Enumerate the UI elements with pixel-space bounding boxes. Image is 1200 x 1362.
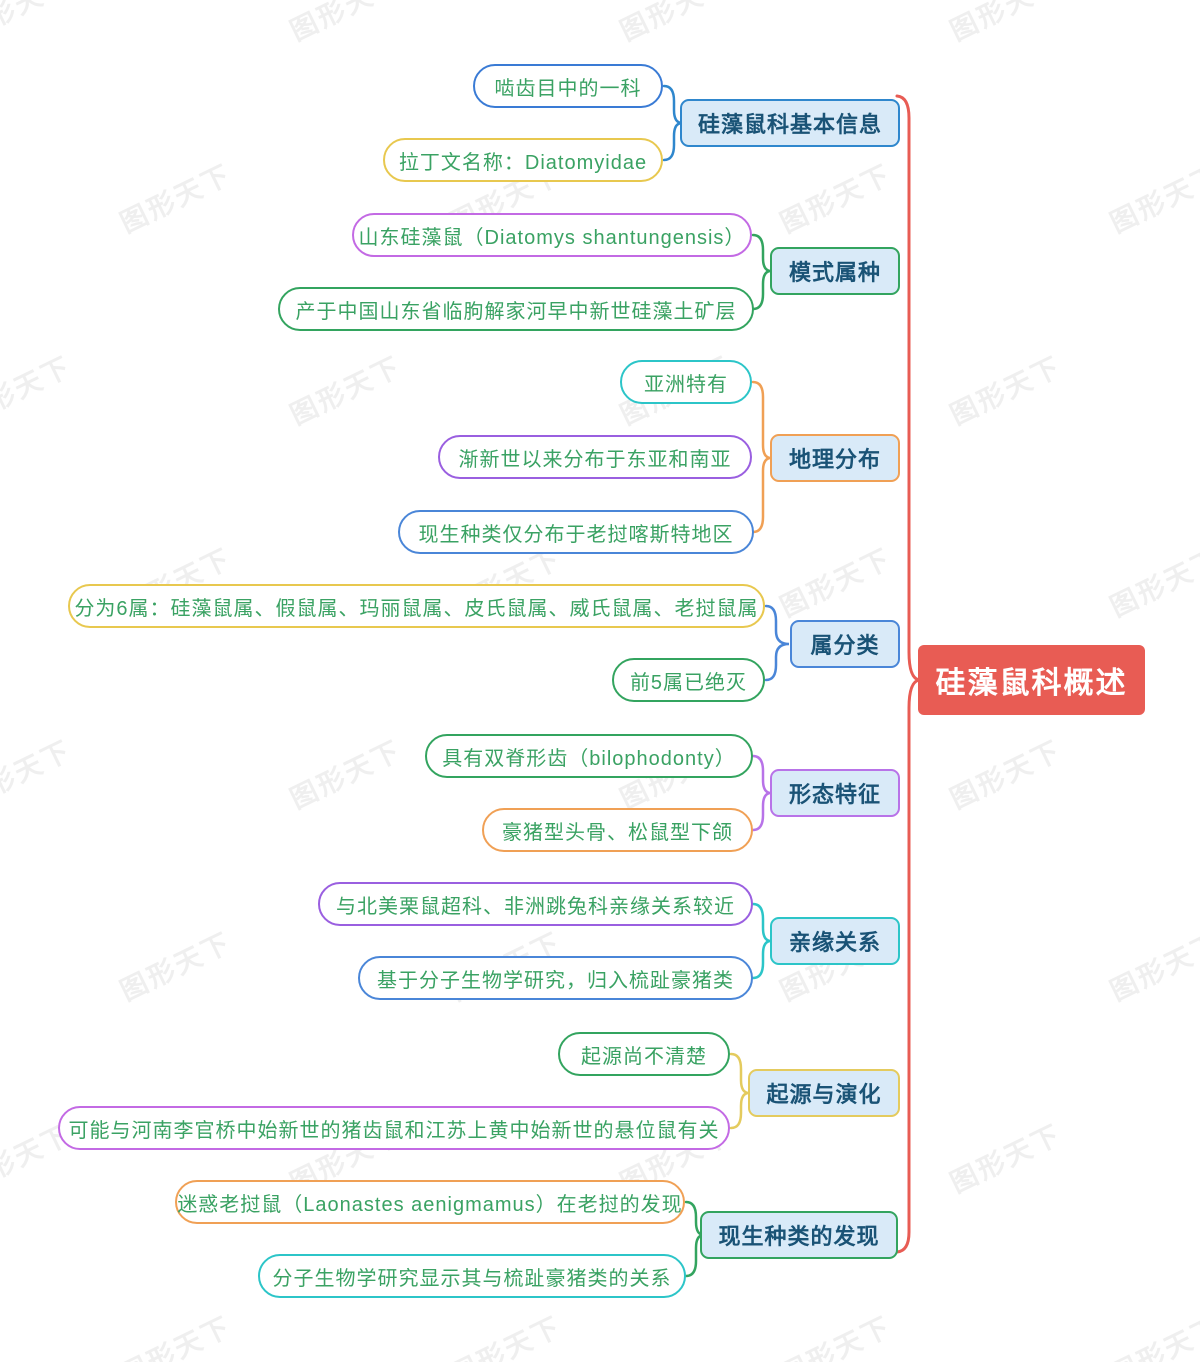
topic-type-species[interactable]: 模式属种 (770, 247, 900, 295)
brace-phylogeny (751, 902, 772, 980)
root-node[interactable]: 硅藻鼠科概述 (918, 645, 1145, 715)
topic-phylogeny[interactable]: 亲缘关系 (770, 917, 900, 965)
subtopic-oligocene-distribution[interactable]: 渐新世以来分布于东亚和南亚 (438, 435, 752, 479)
subtopic-bilophodonty[interactable]: 具有双脊形齿（bilophodonty） (425, 734, 753, 778)
topic-living-species[interactable]: 现生种类的发现 (700, 1211, 898, 1259)
subtopic-laonastes-discovery[interactable]: 迷惑老挝鼠（Laonastes aenigmamus）在老挝的发现 (175, 1180, 685, 1224)
topic-genera[interactable]: 属分类 (790, 620, 900, 668)
main-branch-brace (895, 94, 920, 1254)
brace-type-species (751, 233, 772, 311)
topic-morphology[interactable]: 形态特征 (770, 769, 900, 817)
subtopic-asia-endemic[interactable]: 亚洲特有 (620, 360, 752, 404)
topic-basic-info[interactable]: 硅藻鼠科基本信息 (680, 99, 900, 147)
subtopic-diatomys-shantungensis[interactable]: 山东硅藻鼠（Diatomys shantungensis） (352, 213, 752, 257)
topic-origin[interactable]: 起源与演化 (748, 1069, 900, 1117)
subtopic-rodent-family[interactable]: 啮齿目中的一科 (473, 64, 663, 108)
subtopic-latin-name[interactable]: 拉丁文名称：Diatomyidae (383, 138, 663, 182)
subtopic-skull-jaw[interactable]: 豪猪型头骨、松鼠型下颌 (482, 808, 753, 852)
subtopic-six-genera[interactable]: 分为6属：硅藻鼠属、假鼠属、玛丽鼠属、皮氏鼠属、威氏鼠属、老挝鼠属 (68, 584, 765, 628)
topic-geography[interactable]: 地理分布 (770, 434, 900, 482)
brace-genera (764, 604, 790, 682)
brace-geography (751, 380, 772, 534)
subtopic-molecular-ctenohystrica[interactable]: 基于分子生物学研究，归入梳趾豪猪类 (358, 956, 753, 1000)
subtopic-laos-karst[interactable]: 现生种类仅分布于老挝喀斯特地区 (398, 510, 754, 554)
subtopic-five-extinct[interactable]: 前5属已绝灭 (612, 658, 765, 702)
subtopic-related-families[interactable]: 与北美栗鼠超科、非洲跳兔科亲缘关系较近 (318, 882, 753, 926)
brace-morphology (751, 754, 772, 832)
subtopic-molecular-relation[interactable]: 分子生物学研究显示其与梳趾豪猪类的关系 (258, 1254, 686, 1298)
subtopic-origin-unclear[interactable]: 起源尚不清楚 (558, 1032, 730, 1076)
subtopic-shandong-locality[interactable]: 产于中国山东省临朐解家河早中新世硅藻土矿层 (278, 287, 754, 331)
brace-origin (729, 1052, 750, 1130)
subtopic-eocene-relatives[interactable]: 可能与河南李官桥中始新世的猪齿鼠和江苏上黄中始新世的悬位鼠有关 (58, 1106, 730, 1150)
